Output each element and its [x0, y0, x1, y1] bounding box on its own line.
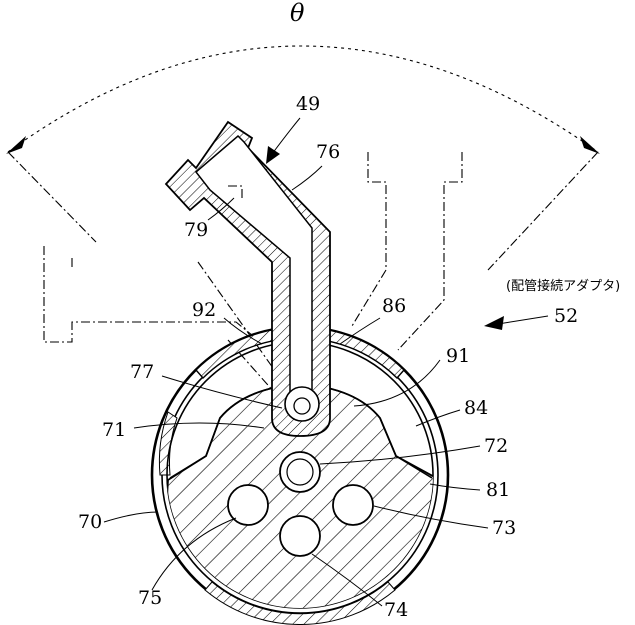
angle-extension-left	[8, 152, 96, 242]
phantom-adapter-right	[352, 152, 462, 350]
pipe-adapter-tip-hole	[294, 398, 310, 414]
label-91: 91	[446, 345, 470, 367]
label-79: 79	[184, 219, 208, 241]
label-76: 76	[316, 141, 340, 163]
arrowhead-left	[6, 136, 26, 154]
label-71: 71	[102, 419, 126, 441]
port-right	[333, 485, 373, 525]
label-70: 70	[78, 511, 102, 533]
angle-theta-label: θ	[290, 0, 305, 27]
label-75: 75	[138, 587, 162, 609]
label-92: 92	[192, 299, 216, 321]
pipe-adapter	[166, 122, 330, 436]
label-77: 77	[130, 361, 154, 383]
port-center-inner	[287, 459, 313, 485]
label-52: 52	[554, 305, 578, 327]
label-49: 49	[296, 93, 320, 115]
angle-extension-right	[488, 152, 598, 270]
phantom-adapter-left	[44, 246, 258, 342]
port-bottom	[280, 516, 320, 556]
label-84: 84	[464, 397, 488, 419]
adapter-caption: (配管接続アダプタ)	[506, 278, 620, 294]
label-72: 72	[484, 435, 508, 457]
label-81: 81	[486, 479, 510, 501]
arrowhead-right	[580, 136, 600, 154]
label-86: 86	[382, 295, 406, 317]
label-73: 73	[492, 517, 516, 539]
label-74: 74	[384, 599, 408, 621]
